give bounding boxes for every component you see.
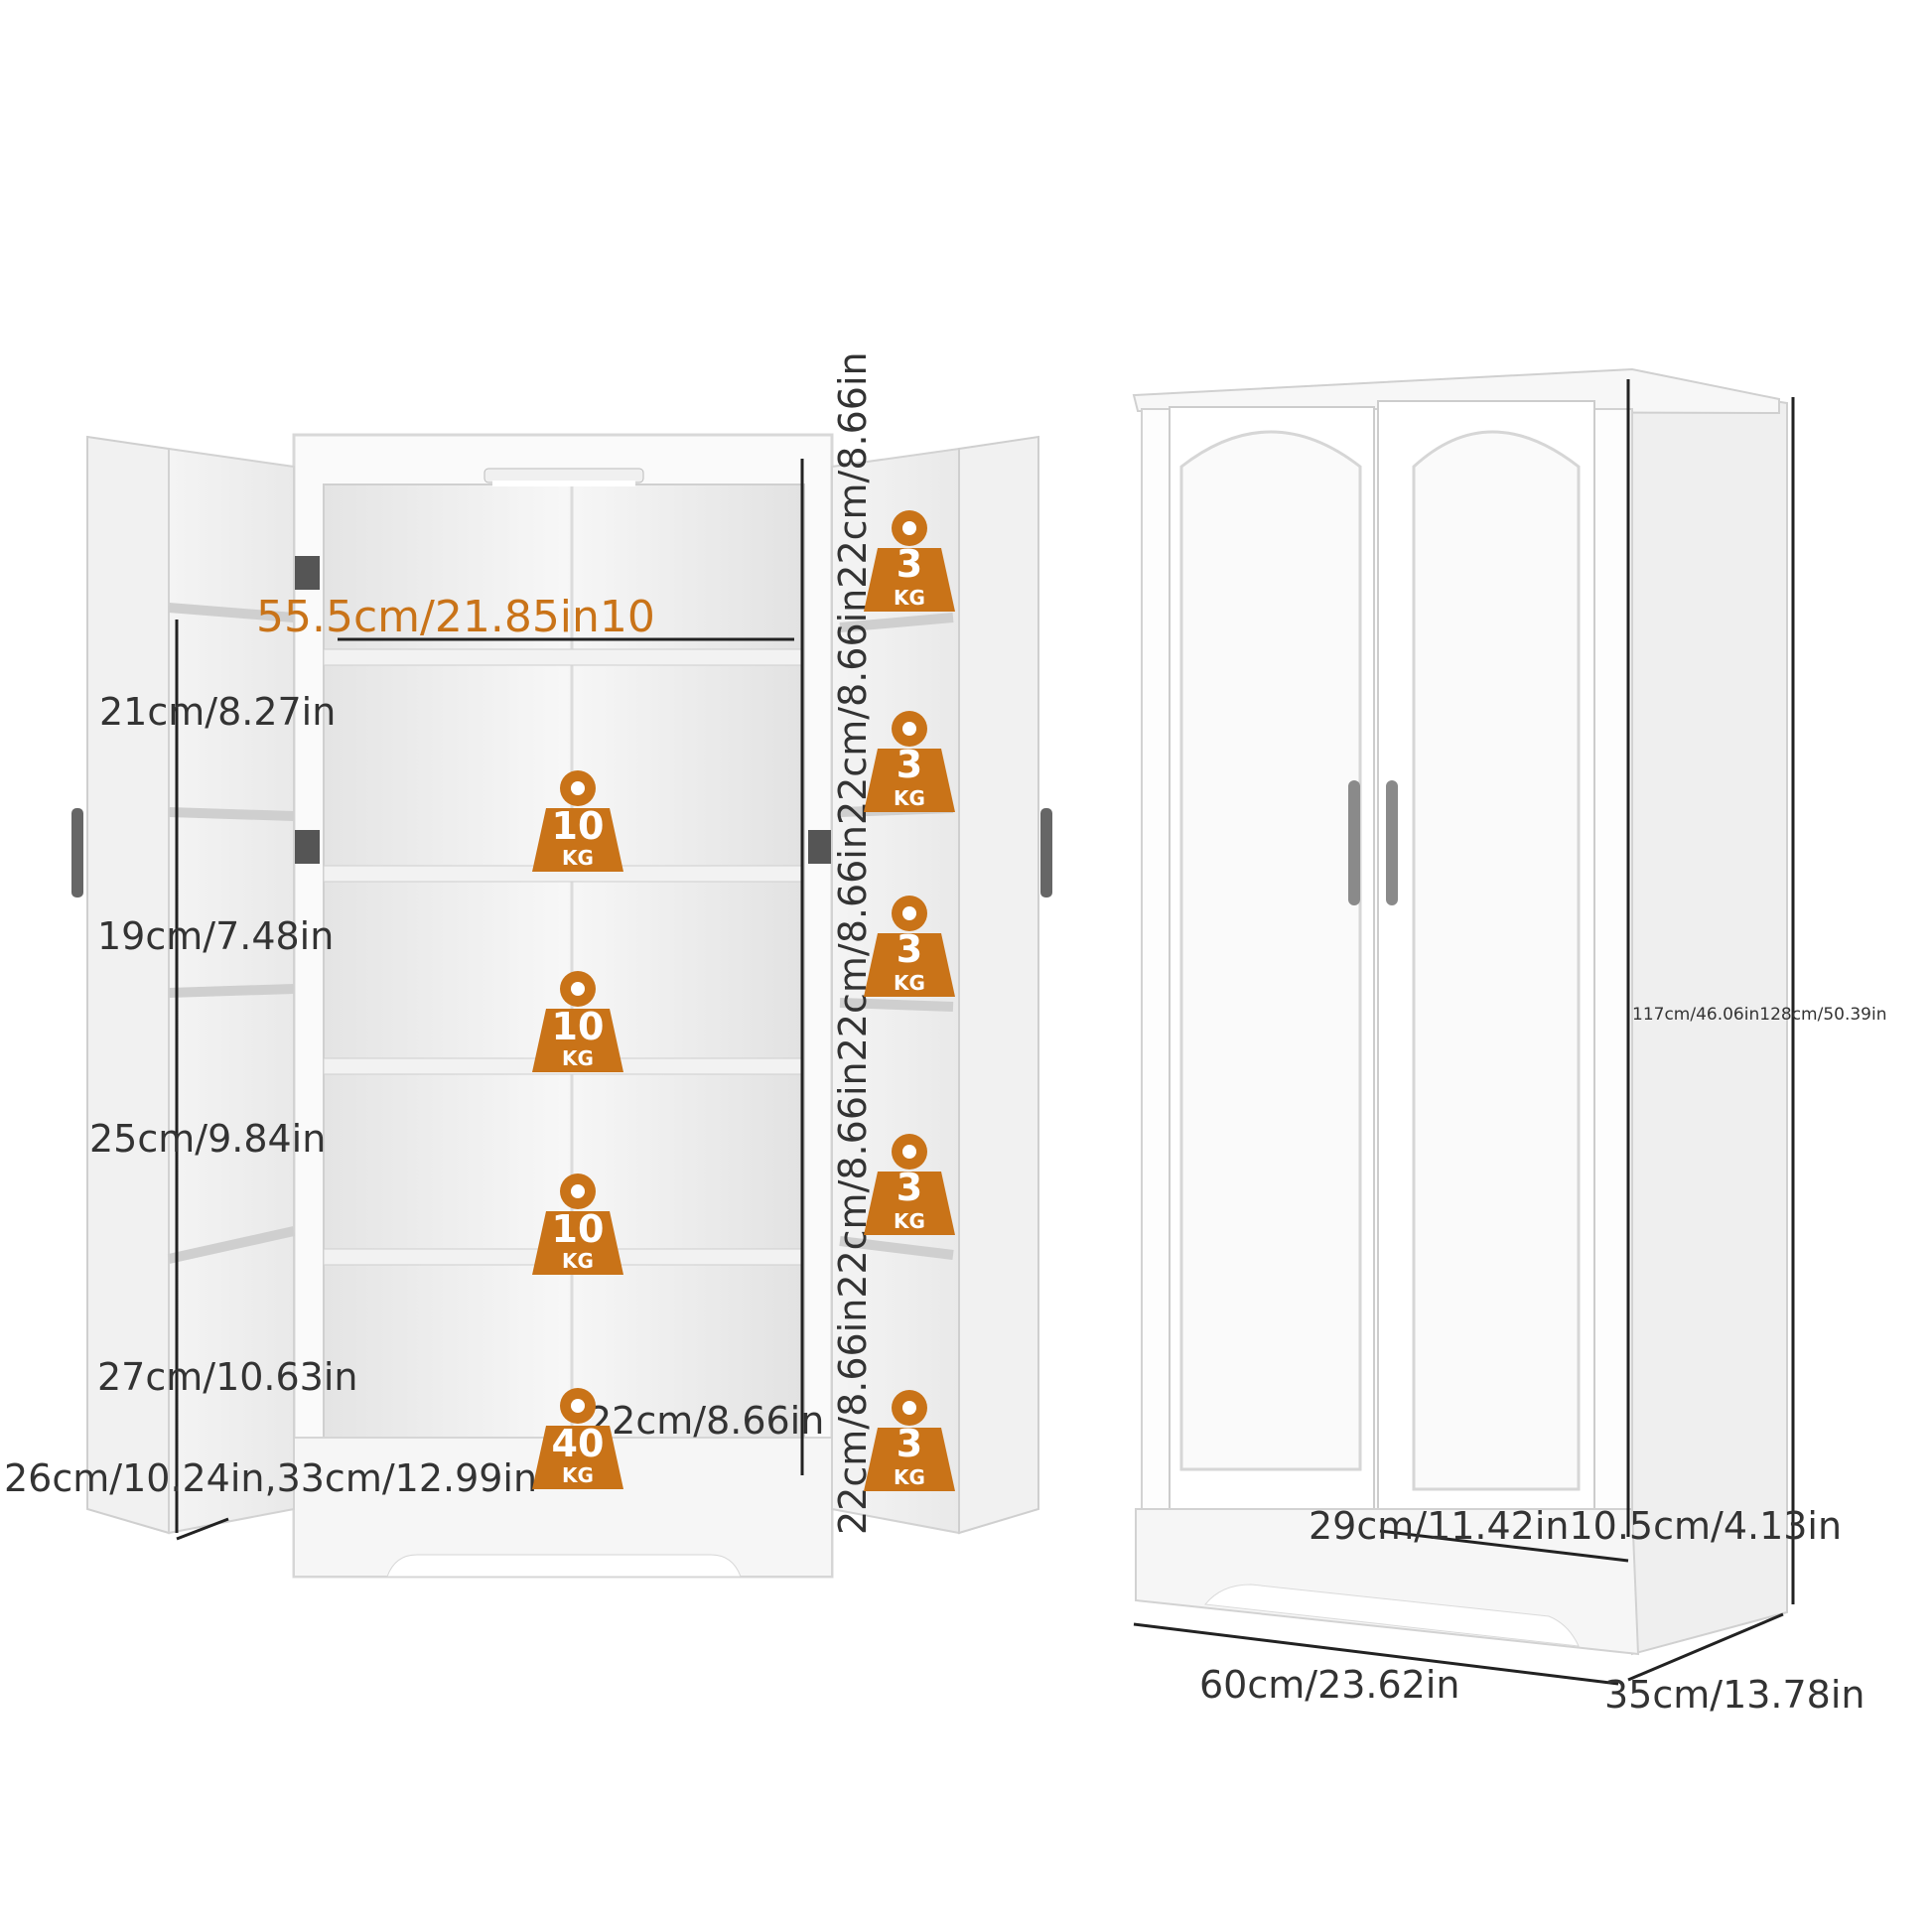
load-unit: KG — [894, 786, 925, 810]
load-unit: KG — [894, 1465, 925, 1489]
load-value: 40 — [551, 1422, 605, 1465]
door-shelf-load-badge-1: 3 KG — [862, 508, 957, 618]
load-unit: KG — [894, 586, 925, 610]
load-value: 3 — [896, 1422, 923, 1465]
shelf-load-badge-4: 40 KG — [530, 1386, 625, 1495]
weight-icon — [864, 510, 955, 612]
load-unit: KG — [562, 846, 594, 870]
door-shelf-height-3: 25cm/9.84in — [89, 1117, 327, 1161]
load-value: 3 — [896, 743, 923, 786]
load-value: 3 — [896, 1166, 923, 1209]
door-shelf-load-badge-4: 3 KG — [862, 1132, 957, 1241]
weight-icon — [864, 1390, 955, 1491]
door-shelf-load-badge-2: 3 KG — [862, 709, 957, 818]
door-shelf-height-1: 21cm/8.27in — [99, 690, 337, 734]
open-cabinet — [71, 433, 1052, 1579]
weight-icon — [532, 770, 623, 872]
load-value: 3 — [896, 542, 923, 586]
height-labels: 117cm/46.06in128cm/50.39in — [1632, 1005, 1887, 1025]
load-value: 10 — [551, 1207, 605, 1251]
load-unit: KG — [894, 971, 925, 995]
shelf-load-badge-1: 10 KG — [530, 768, 625, 878]
shelf-load-badge-2: 10 KG — [530, 969, 625, 1078]
load-value: 3 — [896, 927, 923, 971]
width-label: 60cm/23.62in — [1199, 1663, 1460, 1707]
bottom-inner-height-label: 22cm/8.66in — [588, 1399, 825, 1443]
load-unit: KG — [562, 1046, 594, 1070]
depth-label: 35cm/13.78in — [1604, 1673, 1865, 1717]
inner-width-suffix: 10 — [599, 592, 655, 642]
door-shelf-height-4: 27cm/10.63in — [97, 1355, 358, 1399]
weight-icon — [864, 896, 955, 997]
load-unit: KG — [562, 1249, 594, 1273]
weight-icon — [864, 711, 955, 812]
door-shelf-load-badge-3: 3 KG — [862, 894, 957, 1003]
load-value: 10 — [551, 1005, 605, 1048]
weight-icon — [864, 1134, 955, 1235]
inner-width-label: 55.5cm/21.85in10 — [256, 596, 655, 639]
weight-icon — [532, 1173, 623, 1275]
shelf-load-badge-3: 10 KG — [530, 1172, 625, 1281]
load-unit: KG — [894, 1209, 925, 1233]
load-value: 10 — [551, 804, 605, 848]
door-shelf-height-2: 19cm/7.48in — [97, 914, 335, 958]
bottom-depths-label: 26cm/10.24in,33cm/12.99in — [4, 1456, 538, 1500]
weight-icon — [532, 971, 623, 1072]
load-unit: KG — [562, 1463, 594, 1487]
door-shelf-load-badge-5: 3 KG — [862, 1388, 957, 1497]
closed-cabinet — [1132, 367, 1795, 1686]
inner-depth-base-label: 29cm/11.42in10.5cm/4.13in — [1309, 1504, 1843, 1548]
weight-icon — [532, 1388, 623, 1489]
inner-width-value: 55.5cm/21.85in — [256, 592, 600, 642]
